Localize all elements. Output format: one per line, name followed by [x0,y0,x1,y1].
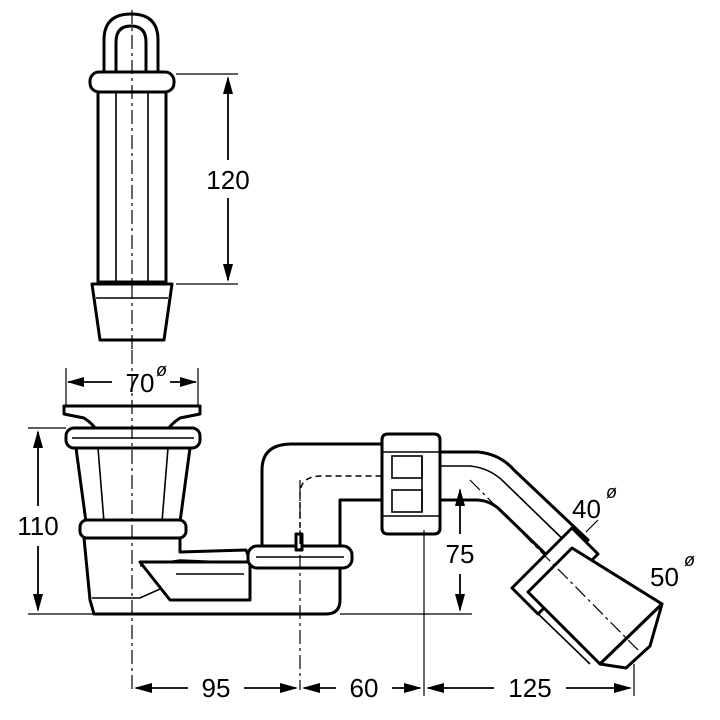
dim-label-40: 40 [572,494,601,524]
dim-label-125: 125 [508,673,551,703]
diameter-symbol-50: ø [684,550,695,570]
dim-label-75: 75 [446,539,475,569]
trap-riser [260,442,386,550]
dimension-120: 120 [176,73,250,285]
waste-cone [74,446,192,524]
dim-label-60: 60 [350,673,379,703]
diameter-symbol-40: ø [606,482,617,502]
trap-body [62,350,470,690]
trap-connecting-pipe [138,560,252,602]
diameter-symbol-70: ø [156,360,167,380]
standpipe [88,10,176,350]
cone-ring [78,518,188,540]
dim-label-95: 95 [202,673,231,703]
elbow-outlet [438,450,664,670]
dimension-70-diameter: 70 ø [65,360,199,410]
dim-label-110: 110 [17,511,58,541]
dim-label-70: 70 [126,368,155,398]
dim-label-50: 50 [650,562,679,592]
union-nut [380,432,442,536]
dimension-50-diameter: 50 ø [650,550,695,592]
dim-label-120: 120 [206,165,249,195]
dimension-110: 110 [17,427,94,615]
dimension-40-diameter: 40 ø [572,482,617,533]
dimension-75: 75 [340,488,475,615]
horizontal-dimensions: 95 60 125 [134,530,635,703]
